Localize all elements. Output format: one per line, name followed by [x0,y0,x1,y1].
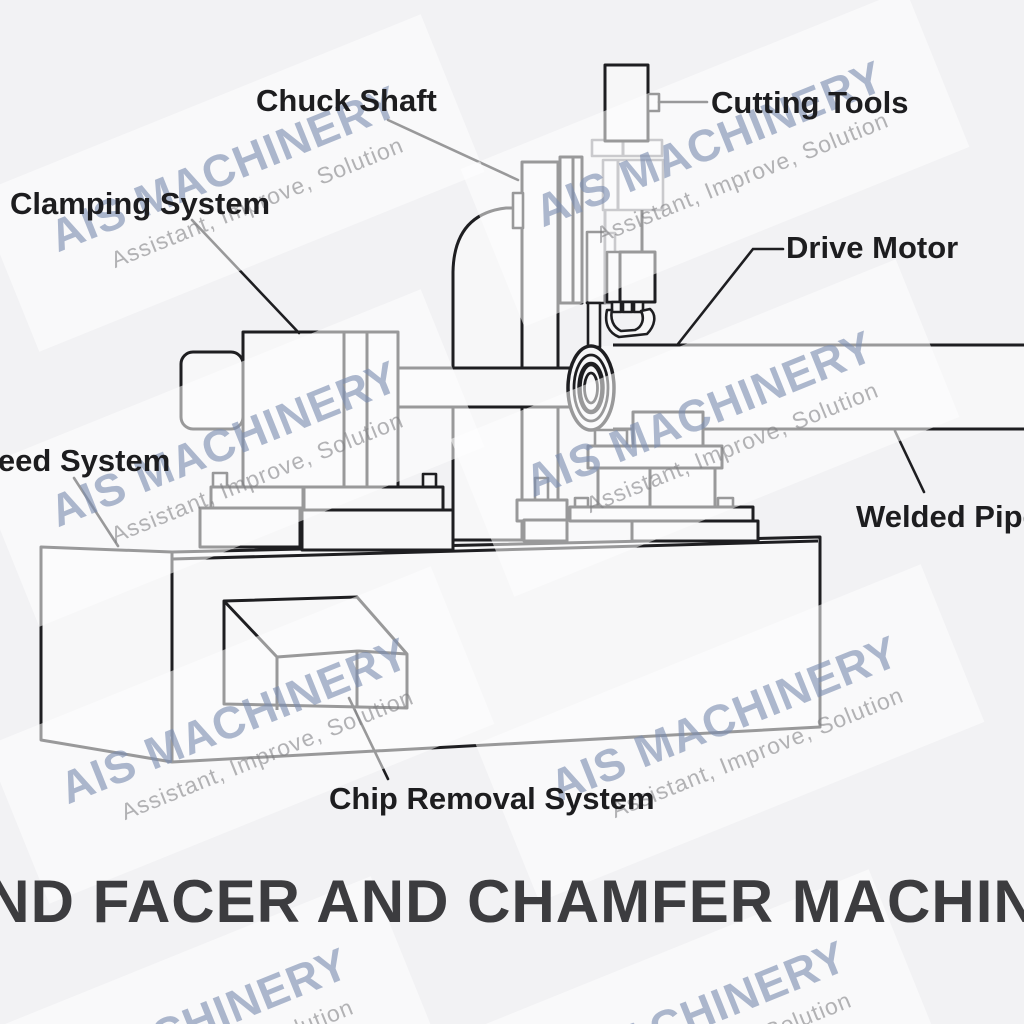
leader-chuck-shaft [386,118,520,182]
page-title: END FACER AND CHAMFER MACHINE [0,868,1024,935]
drive-shaft [396,366,575,409]
label-welded-pipe: Welded Pipe [856,499,1024,534]
clamping-block [241,330,400,489]
label-drive-motor: Drive Motor [786,230,959,265]
leader-drive-motor [676,247,785,346]
clamp-motor [179,350,245,431]
label-chip-removal-system: Chip Removal System [329,781,655,816]
chuck-shaft-post [603,63,650,143]
tool-shank [586,301,602,349]
label-clamping-system: Clamping System [10,186,271,221]
tool-post-stack [568,410,760,543]
leader-feed-system [72,476,120,548]
label-feed-system: Feed System [0,443,171,478]
chuck-face [566,344,616,432]
tool-head [558,63,665,339]
label-cutting-tools: Cutting Tools [711,85,909,120]
machine-column [451,160,569,543]
leader-clamping-system [190,218,301,335]
cutting-tool-nub [646,92,661,113]
machine-base [39,535,822,764]
leader-welded-pipe [893,429,926,494]
label-chuck-shaft: Chuck Shaft [256,83,437,118]
